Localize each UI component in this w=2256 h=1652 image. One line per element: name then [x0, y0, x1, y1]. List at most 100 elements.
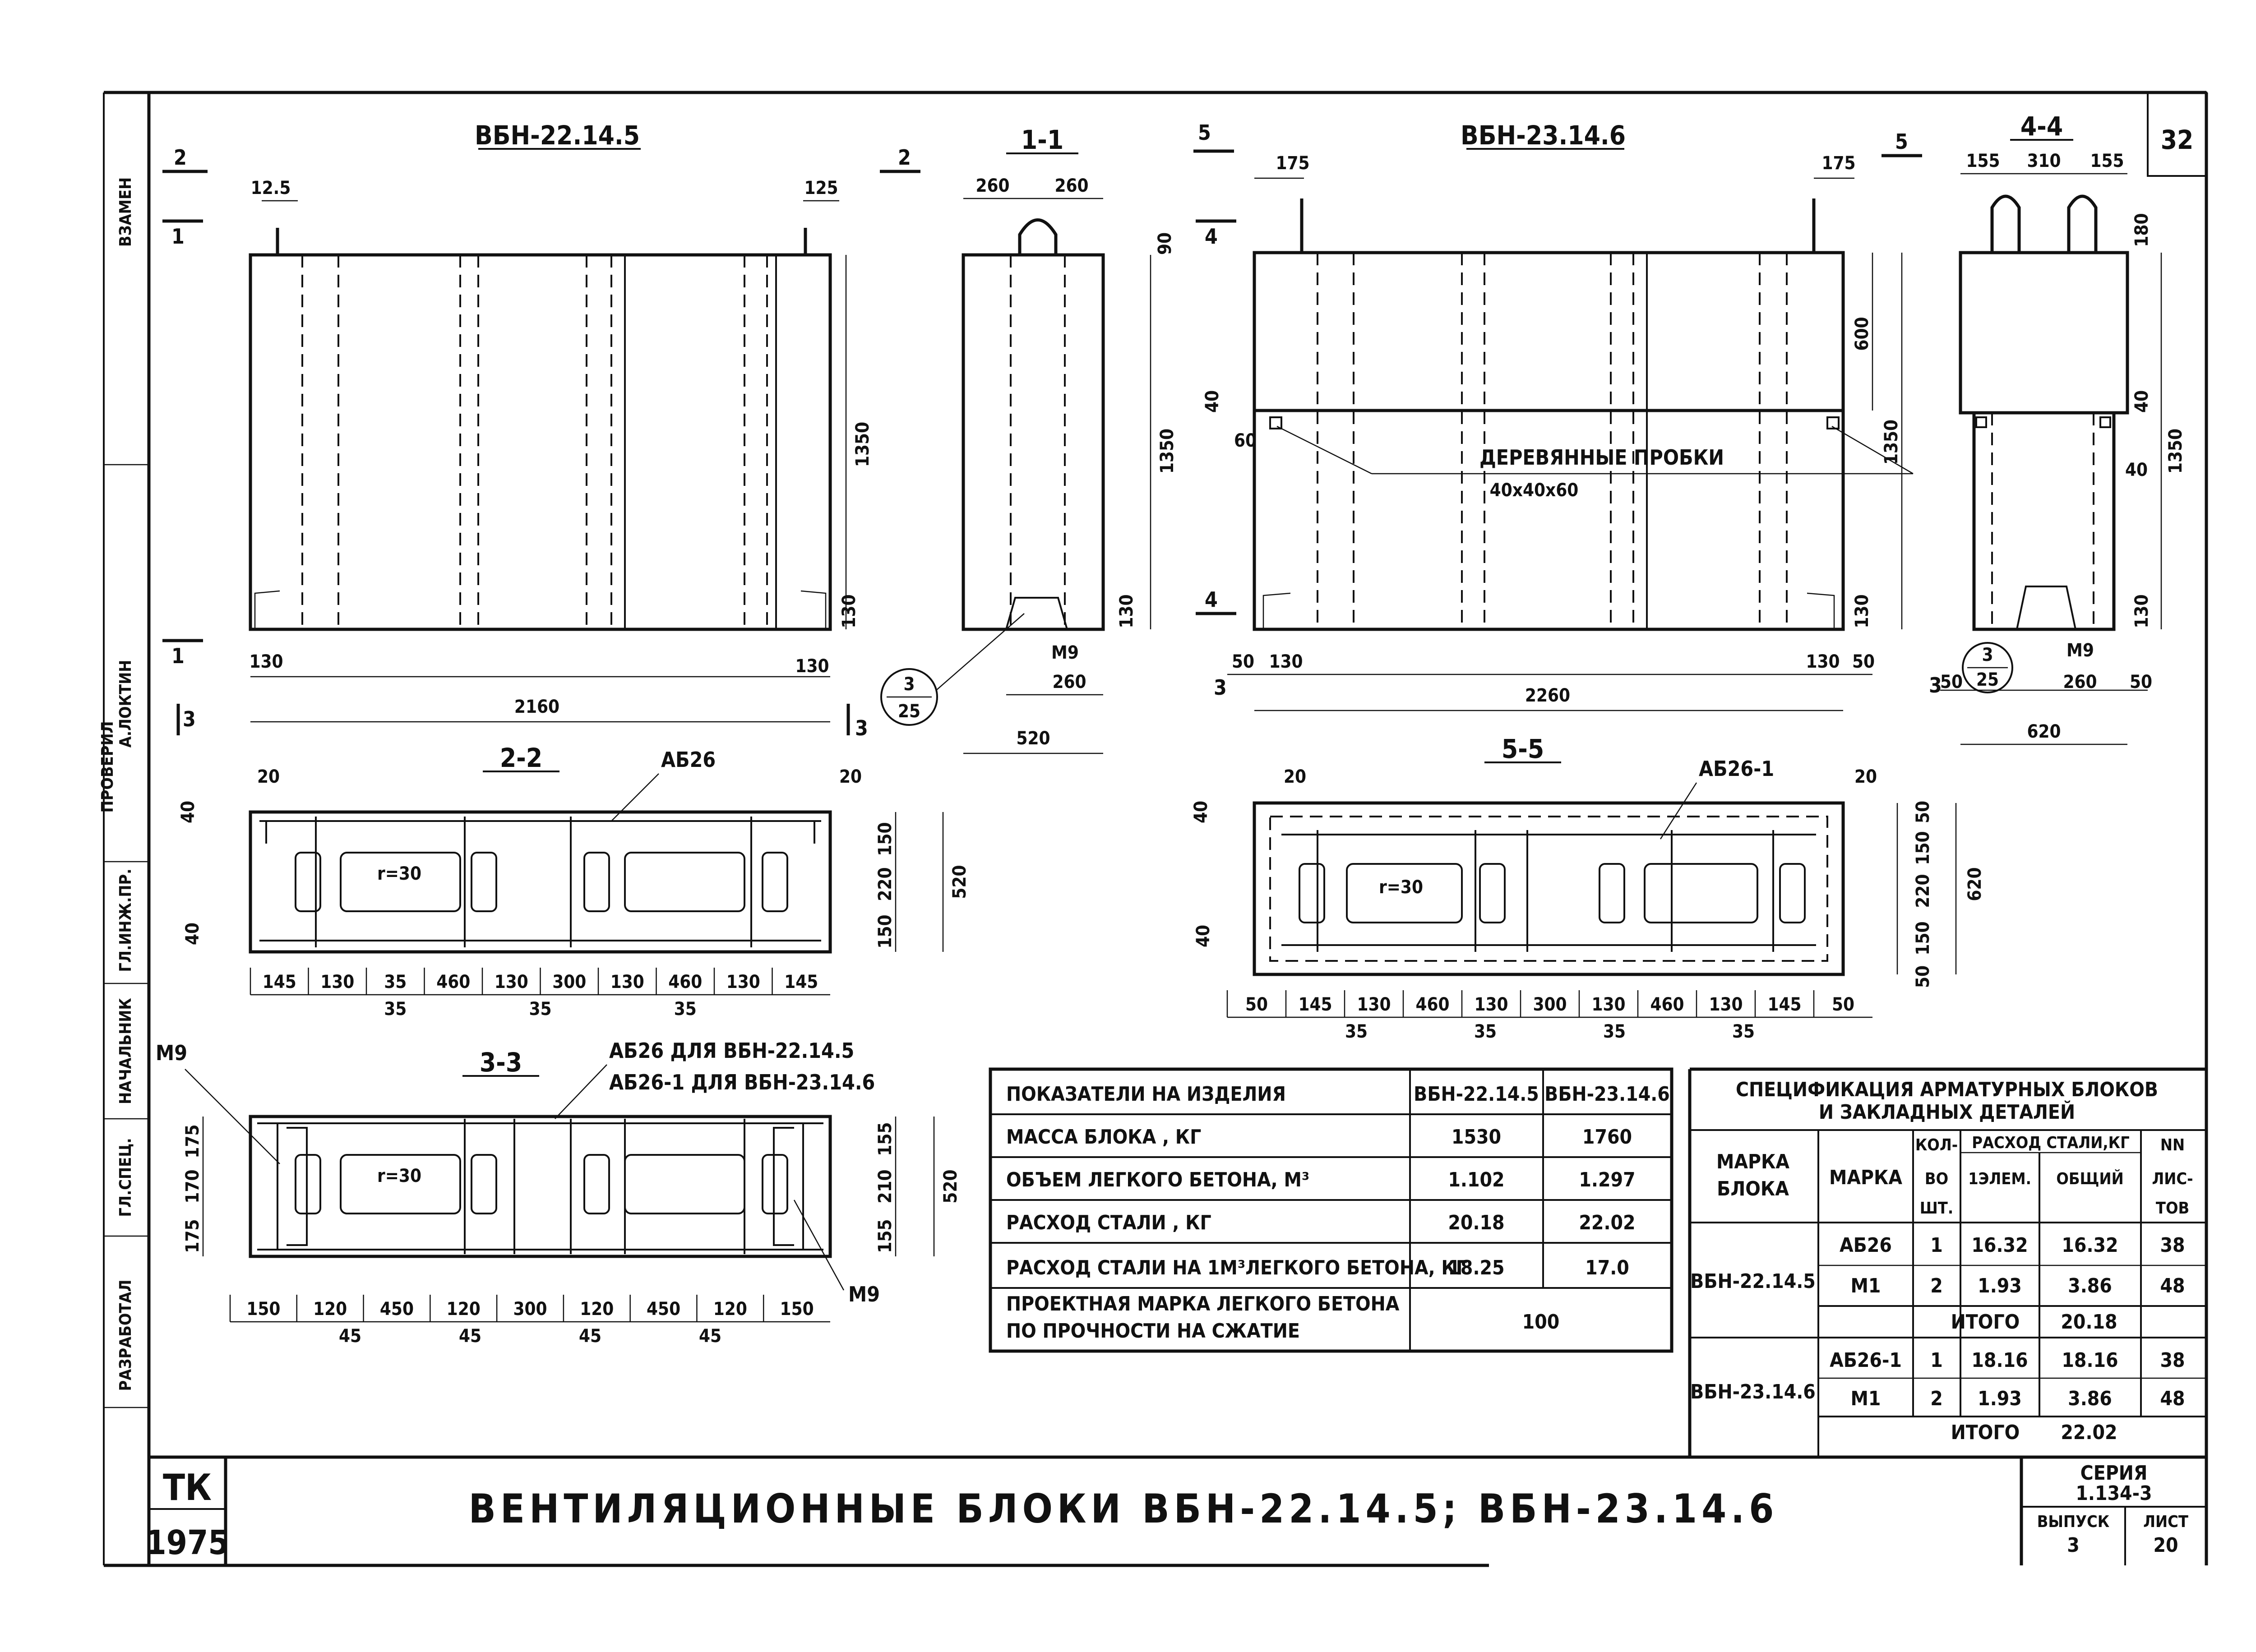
spec-h-block-2: БЛОКА: [1717, 1177, 1789, 1200]
dim-vbn22-right-130: 130: [795, 656, 829, 677]
sec-2-2-title: 2-2: [500, 743, 542, 773]
spec-h-elem: 1ЭЛЕМ.: [1968, 1170, 2031, 1188]
dim-vbn22-height: 1350: [852, 422, 873, 467]
sec55-d40a: 40: [1191, 801, 1211, 823]
cut-5-left: 5: [1198, 120, 1211, 145]
spec-g1-r1-c2: 1.93: [1978, 1387, 2022, 1410]
spec-g0-r1-c0: М1: [1851, 1274, 1881, 1297]
spec-h-qty-3: ШТ.: [1920, 1199, 1953, 1218]
spec-g1-r0-c1: 1: [1930, 1349, 1943, 1372]
tb-issue-label: ВЫПУСК: [2037, 1513, 2110, 1531]
spec-group-1-sum: 22.02: [2061, 1421, 2117, 1444]
spec-group-0-sum: 20.18: [2061, 1311, 2117, 1334]
side-stamp: ВЗАМЕН А.ЛОКТИН ПРОВЕРИЛ ГЛ.ИНЖ.ПР. НАЧА…: [98, 177, 135, 1391]
sec22-right-3: 150: [875, 914, 896, 948]
sec33-bottom-3: 120: [447, 1299, 481, 1320]
cut-5-right: 5: [1895, 129, 1908, 154]
sec22-total: 520: [949, 865, 970, 899]
ind-row-0-v1: 1530: [1452, 1126, 1501, 1149]
sec-3-3-title: 3-3: [480, 1047, 522, 1078]
stamp-razrabotal: РАЗРАБОТАЛ: [116, 1280, 135, 1391]
vbn23-note-size: 40х40х60: [1490, 480, 1579, 501]
dim-vbn23-40: 40: [1202, 390, 1223, 413]
sec55-total: 620: [1965, 867, 1985, 901]
sec11-dim-height: 1350: [1157, 429, 1178, 474]
view-vbn-22: ВБН-22.14.5 12.5 125 2 2 1 1: [162, 120, 920, 740]
sec33-bottom2-3: 45: [699, 1326, 721, 1347]
sec44-callout-num: 3: [1982, 645, 1993, 665]
ind-row-2-label: РАСХОД СТАЛИ , КГ: [1006, 1211, 1211, 1234]
sec55-d20a: 20: [1284, 766, 1306, 787]
sec11-dim-foot: 130: [1116, 594, 1137, 628]
tb-sheet-label: ЛИСТ: [2143, 1513, 2188, 1531]
sec22-bottom-8: 130: [726, 972, 760, 992]
cut-3-left: 3: [183, 707, 196, 731]
tb-org: ТК: [163, 1467, 212, 1509]
cut-4-top: 4: [1205, 224, 1218, 249]
sec22-bottom2-0: 35: [384, 999, 407, 1020]
dim-vbn23-upper: 600: [1852, 317, 1872, 351]
dim-vbn23-right-130: 130: [1806, 651, 1840, 672]
ind-row-2-v2: 22.02: [1579, 1211, 1635, 1234]
cut-3-23-left: 3: [1214, 675, 1227, 700]
sec55-bottom-8: 130: [1709, 994, 1743, 1015]
stamp-gl-inzh: ГЛ.ИНЖ.ПР.: [116, 868, 135, 972]
sec22-bottom-1: 130: [320, 972, 354, 992]
section-3-3: 3-3 АБ26 ДЛЯ ВБН-22.14.5 АБ26-1 ДЛЯ ВБН-…: [156, 1038, 961, 1347]
sec22-bottom-3: 460: [436, 972, 470, 992]
sec44-dim-a: 155: [1966, 151, 2000, 171]
spec-g1-r0-c0: АБ26-1: [1830, 1349, 1902, 1372]
cut-1-top: 1: [171, 224, 185, 249]
sec33-right-2: 210: [875, 1169, 896, 1203]
sec22-right-1: 150: [875, 822, 896, 856]
ind-row-0-v2: 1760: [1582, 1126, 1632, 1149]
sec22-bottom-5: 300: [552, 972, 586, 992]
sec11-dim-w2: 260: [1054, 175, 1088, 196]
sec22-d20b: 20: [839, 766, 862, 787]
sec55-bottom2-0: 35: [1345, 1021, 1368, 1042]
sec22-d40a: 40: [178, 801, 199, 823]
sec-5-5-title: 5-5: [1502, 734, 1544, 764]
ind-row-3-v2: 17.0: [1585, 1256, 1629, 1279]
spec-title-1: СПЕЦИФИКАЦИЯ АРМАТУРНЫХ БЛОКОВ: [1736, 1078, 2158, 1101]
sec33-total: 520: [940, 1169, 961, 1203]
sec22-bottom-9: 145: [784, 972, 818, 992]
sec22-bottom-0: 145: [263, 972, 296, 992]
spec-group-0-block: ВБН-22.14.5: [1690, 1270, 1816, 1293]
sec22-radius: r=30: [377, 863, 421, 884]
spec-g1-r0-c2: 18.16: [1971, 1349, 2028, 1372]
sec22-bottom2-1: 35: [529, 999, 551, 1020]
stamp-proveril: ПРОВЕРИЛ: [98, 721, 117, 813]
ind-row-1-v1: 1.102: [1448, 1168, 1504, 1191]
sec33-radius: r=30: [377, 1166, 421, 1186]
sec33-bottom-0: 150: [246, 1299, 280, 1320]
sec44-width: 620: [2027, 721, 2061, 742]
ind-row-1-v2: 1.297: [1579, 1168, 1635, 1191]
ind-last-label-1: ПРОЕКТНАЯ МАРКА ЛЕГКОГО БЕТОНА: [1006, 1292, 1400, 1315]
sec55-bottom-1: 145: [1298, 994, 1332, 1015]
spec-g0-r0-c1: 1: [1930, 1234, 1943, 1257]
sec22-rebar: АБ26: [661, 748, 716, 772]
dim-vbn23-60: 60: [1234, 430, 1257, 451]
sec55-bottom-9: 145: [1767, 994, 1801, 1015]
view-vbn-23: ВБН-23.14.6 5 5 4 4 3 3: [1193, 120, 1942, 711]
dim-vbn23-top-left: 175: [1276, 153, 1309, 174]
spec-g1-r1-c3: 3.86: [2068, 1387, 2112, 1410]
spec-g0-r1-c1: 2: [1930, 1274, 1943, 1297]
title-block: ТК 1975 ВЕНТИЛЯЦИОННЫЕ БЛОКИ ВБН-22.14.5…: [145, 1455, 2208, 1565]
sec55-right-5: 50: [1913, 965, 1933, 988]
stamp-nachalnik: НАЧАЛЬНИК: [116, 998, 135, 1104]
ind-row-1-label: ОБЪЕМ ЛЕГКОГО БЕТОНА, М³: [1006, 1168, 1309, 1191]
sec44-dim-foot: 130: [2131, 594, 2152, 628]
cut-3-right: 3: [855, 716, 868, 740]
cut-3-23-right: 3: [1929, 673, 1942, 697]
sec33-bottom-5: 120: [580, 1299, 614, 1320]
sec55-d20b: 20: [1854, 766, 1877, 787]
sec11-dim-top: 90: [1155, 232, 1175, 255]
sheet-frame: 32: [103, 91, 2208, 1567]
indicators-table: ПОКАЗАТЕЛИ НА ИЗДЕЛИЯ ВБН-22.14.5 ВБН-23…: [989, 1067, 1674, 1353]
sec33-rebar1: АБ26 ДЛЯ ВБН-22.14.5: [609, 1038, 854, 1063]
sec55-right-4: 150: [1913, 921, 1933, 955]
sec55-bottom-4: 130: [1474, 994, 1508, 1015]
